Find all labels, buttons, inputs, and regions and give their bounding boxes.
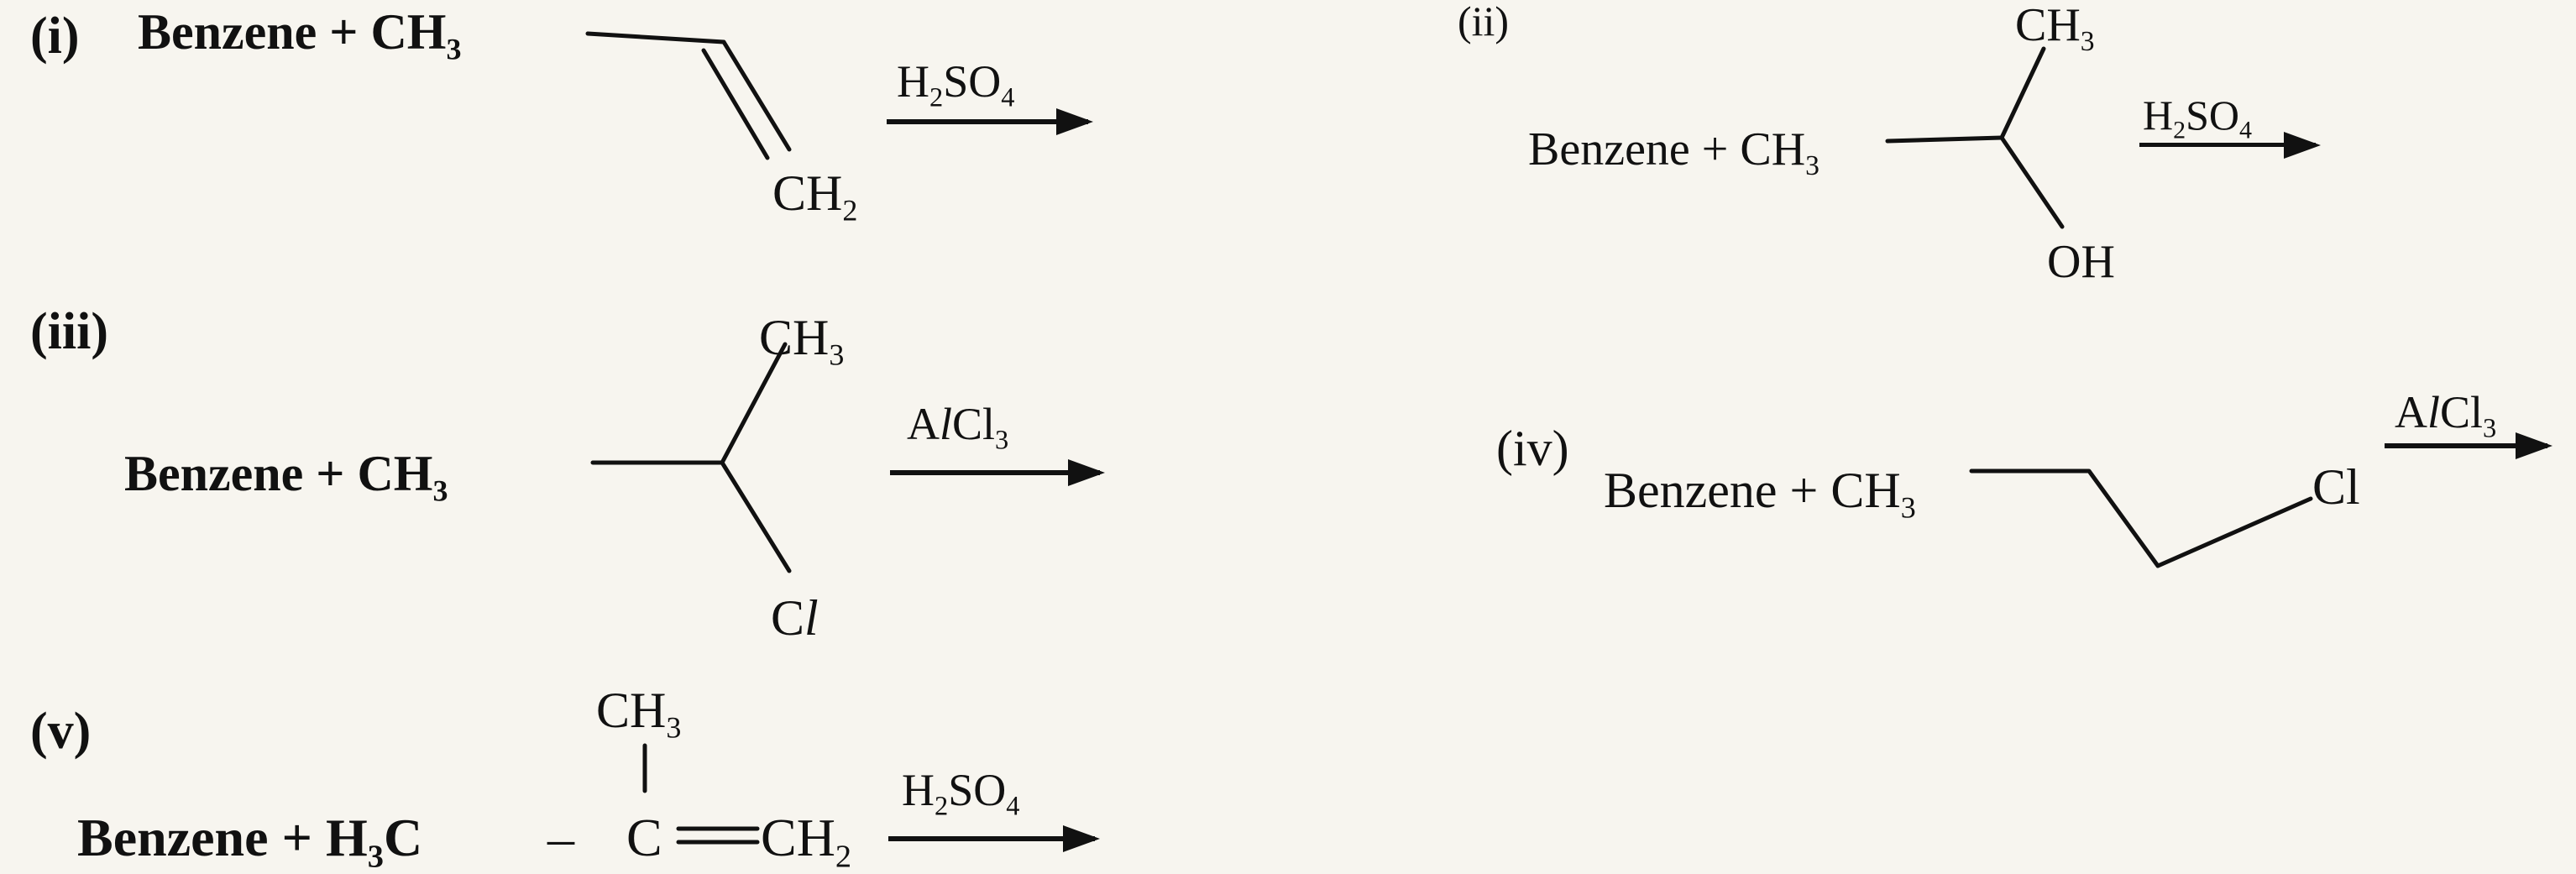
reagent-label: H2SO4 bbox=[897, 56, 1015, 113]
oh-group: OH bbox=[2047, 236, 2115, 288]
bond-i-double-a bbox=[721, 39, 792, 152]
reactant-text: Benzene + CH3 bbox=[1528, 123, 1819, 181]
reagent-label: H2SO4 bbox=[902, 765, 1020, 822]
reactant-text: Benzene + CH3 bbox=[1604, 463, 1916, 525]
reactant-text: Benzene + CH3 bbox=[124, 446, 448, 508]
bond-i-double-b bbox=[701, 48, 770, 160]
bond-iii-up bbox=[720, 342, 788, 465]
reaction-arrow bbox=[888, 825, 1100, 852]
reaction-label: (iii) bbox=[30, 303, 108, 360]
bond-iii-down bbox=[720, 460, 792, 573]
reaction-label: (iv) bbox=[1496, 421, 1569, 476]
bond-ii-left bbox=[1885, 135, 2004, 144]
reaction-arrow bbox=[887, 108, 1093, 135]
reaction-label: (i) bbox=[30, 8, 80, 65]
reaction-arrow bbox=[2385, 432, 2552, 459]
reagent-label: AlCl3 bbox=[907, 399, 1009, 456]
bond-ii-down bbox=[1999, 135, 2065, 229]
bond-ii-up bbox=[1999, 46, 2046, 140]
dash: – bbox=[547, 808, 574, 867]
reactant-text: Benzene + CH3 bbox=[138, 4, 462, 66]
reaction-label: (v) bbox=[30, 703, 92, 760]
reaction-arrow bbox=[2139, 132, 2321, 159]
reaction-label: (ii) bbox=[1458, 0, 1510, 44]
ch3-group: CH3 bbox=[596, 683, 682, 745]
reactant-text: Benzene + H3C bbox=[77, 808, 423, 874]
bond-i-single bbox=[585, 31, 726, 44]
ch2-group: CH2 bbox=[761, 808, 852, 874]
reagent-label: H2SO4 bbox=[2143, 92, 2253, 144]
cl-group: Cl bbox=[2312, 459, 2360, 515]
bond-iv-chain bbox=[1969, 468, 2313, 568]
ch3-group: CH3 bbox=[2015, 0, 2095, 57]
center-carbon: C bbox=[626, 808, 662, 867]
reagent-label: AlCl3 bbox=[2395, 387, 2497, 444]
cl-group: Cl bbox=[771, 590, 819, 646]
ch3-group: CH3 bbox=[759, 310, 845, 372]
reaction-arrow bbox=[890, 459, 1105, 486]
ch2-group: CH2 bbox=[772, 165, 858, 228]
